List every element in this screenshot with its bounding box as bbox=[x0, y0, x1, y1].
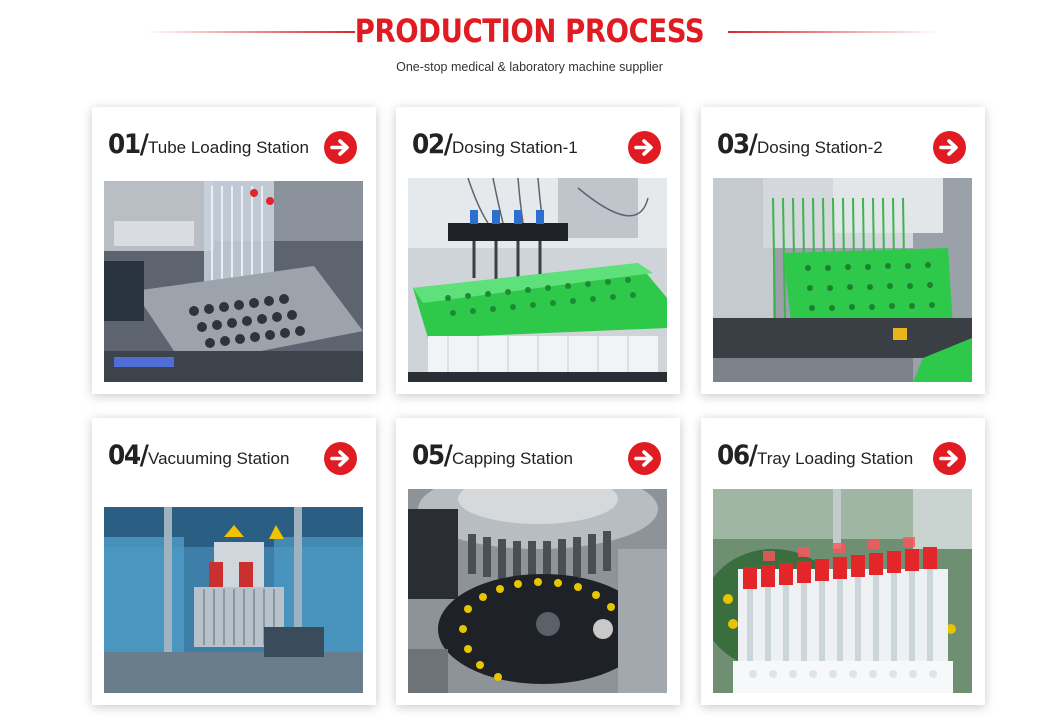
arrow-right-circle-icon[interactable] bbox=[324, 442, 357, 475]
station-photo-capping bbox=[408, 489, 667, 693]
station-card-tube-loading[interactable]: 01/ Tube Loading Station bbox=[92, 107, 376, 394]
station-card-capping[interactable]: 05/ Capping Station bbox=[396, 418, 680, 705]
page-subtitle: One-stop medical & laboratory machine su… bbox=[396, 60, 663, 74]
card-heading: 05/ Capping Station bbox=[410, 440, 670, 475]
station-card-dosing-1[interactable]: 02/ Dosing Station-1 bbox=[396, 107, 680, 394]
station-card-vacuuming[interactable]: 04/ Vacuuming Station bbox=[92, 418, 376, 705]
title-rule-left bbox=[145, 31, 355, 33]
arrow-right-circle-icon[interactable] bbox=[628, 131, 661, 164]
station-photo-dosing-2 bbox=[713, 178, 972, 382]
station-photo-tray-loading bbox=[713, 489, 972, 693]
page-title: PRODUCTION PROCESS bbox=[354, 12, 705, 50]
arrow-right-circle-icon[interactable] bbox=[933, 131, 966, 164]
station-photo-tube-loading bbox=[104, 181, 363, 382]
station-number: 06/ bbox=[717, 440, 758, 471]
card-heading: 03/ Dosing Station-2 bbox=[715, 129, 975, 164]
station-number: 05/ bbox=[412, 440, 453, 471]
card-heading: 02/ Dosing Station-1 bbox=[410, 129, 670, 164]
station-label: Dosing Station-2 bbox=[757, 138, 883, 157]
station-number: 01/ bbox=[108, 129, 149, 160]
station-number: 03/ bbox=[717, 129, 758, 160]
card-heading: 06/ Tray Loading Station bbox=[715, 440, 975, 475]
station-label: Dosing Station-1 bbox=[452, 138, 578, 157]
station-label: Capping Station bbox=[452, 449, 573, 468]
station-number: 04/ bbox=[108, 440, 149, 471]
arrow-right-circle-icon[interactable] bbox=[324, 131, 357, 164]
arrow-right-circle-icon[interactable] bbox=[933, 442, 966, 475]
arrow-right-circle-icon[interactable] bbox=[628, 442, 661, 475]
station-photo-vacuuming bbox=[104, 507, 363, 693]
station-label: Vacuuming Station bbox=[148, 449, 290, 468]
station-label: Tube Loading Station bbox=[148, 138, 309, 157]
card-heading: 04/ Vacuuming Station bbox=[106, 440, 366, 475]
title-rule-right bbox=[728, 31, 938, 33]
card-heading: 01/ Tube Loading Station bbox=[106, 129, 366, 164]
station-label: Tray Loading Station bbox=[757, 449, 914, 468]
station-photo-dosing-1 bbox=[408, 178, 667, 382]
station-number: 02/ bbox=[412, 129, 453, 160]
station-card-tray-loading[interactable]: 06/ Tray Loading Station bbox=[701, 418, 985, 705]
page-header: PRODUCTION PROCESS One-stop medical & la… bbox=[0, 0, 1059, 100]
station-card-dosing-2[interactable]: 03/ Dosing Station-2 bbox=[701, 107, 985, 394]
